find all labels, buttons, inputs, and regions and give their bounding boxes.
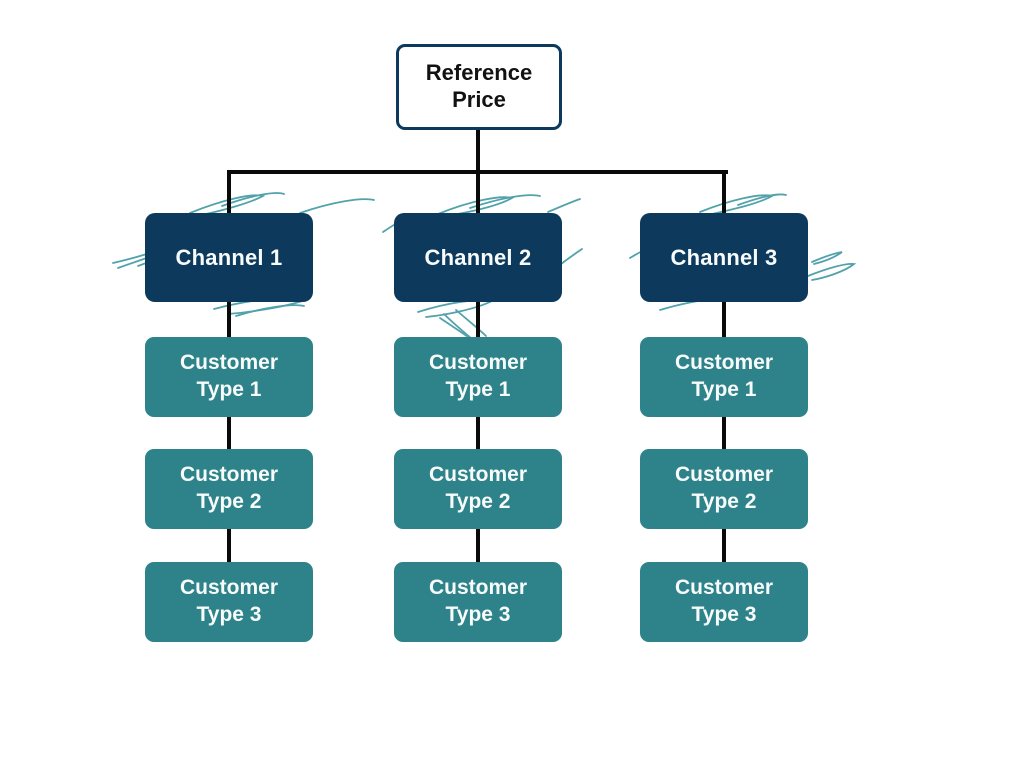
channel-1-customer-type-3-node: Customer Type 3	[145, 562, 313, 642]
customer-type-label: Customer Type 1	[428, 351, 528, 401]
customer-type-label: Customer Type 2	[674, 463, 774, 513]
channel-1-customer-type-1-node: Customer Type 1	[145, 337, 313, 417]
reference-price-label: Reference Price	[425, 60, 533, 112]
channel-2-node: Channel 2	[394, 213, 562, 302]
channel-2-label: Channel 2	[424, 244, 532, 270]
channel-3-customer-type-1-node: Customer Type 1	[640, 337, 808, 417]
channel-2-customer-type-1-node: Customer Type 1	[394, 337, 562, 417]
channel-1-customer-type-2-node: Customer Type 2	[145, 449, 313, 529]
customer-type-label: Customer Type 3	[428, 576, 528, 626]
channel-2-customer-type-3-node: Customer Type 3	[394, 562, 562, 642]
channel-1-node: Channel 1	[145, 213, 313, 302]
customer-type-label: Customer Type 3	[179, 576, 279, 626]
customer-type-label: Customer Type 2	[179, 463, 279, 513]
customer-type-label: Customer Type 3	[674, 576, 774, 626]
channel-3-customer-type-3-node: Customer Type 3	[640, 562, 808, 642]
customer-type-label: Customer Type 2	[428, 463, 528, 513]
customer-type-label: Customer Type 1	[674, 351, 774, 401]
channel-3-customer-type-2-node: Customer Type 2	[640, 449, 808, 529]
channel-3-node: Channel 3	[640, 213, 808, 302]
channel-2-customer-type-2-node: Customer Type 2	[394, 449, 562, 529]
reference-price-node: Reference Price	[396, 44, 562, 130]
channel-1-label: Channel 1	[175, 244, 283, 270]
channel-3-label: Channel 3	[670, 244, 778, 270]
connector-lines	[227, 130, 728, 565]
customer-type-label: Customer Type 1	[179, 351, 279, 401]
